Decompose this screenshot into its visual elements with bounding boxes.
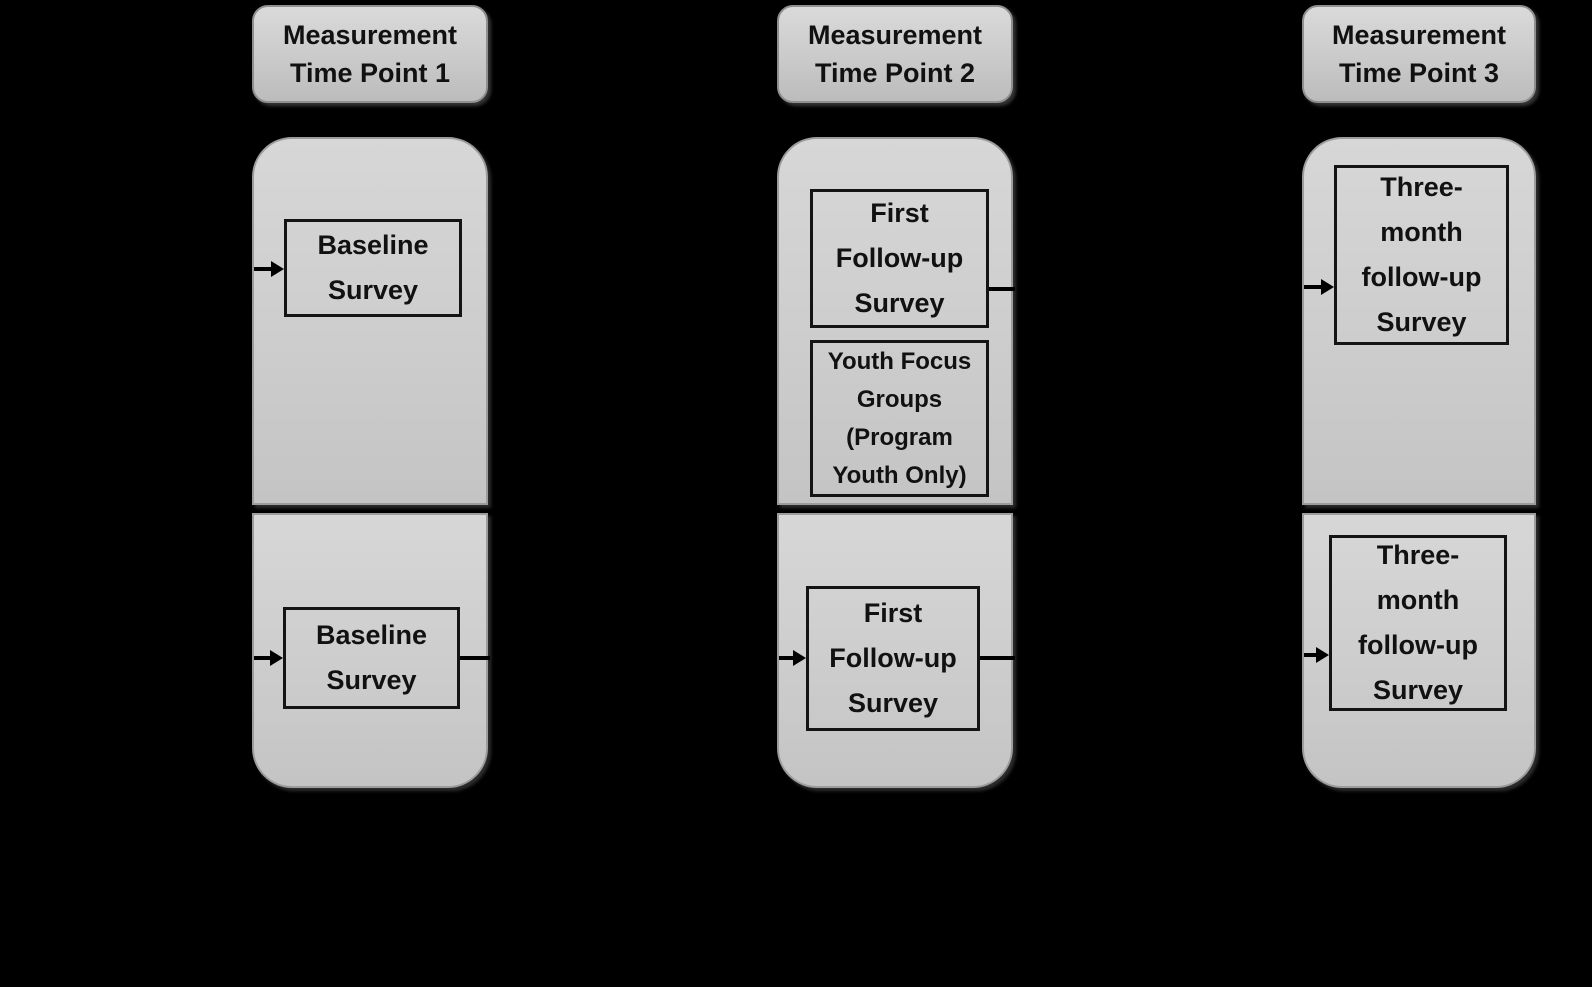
- connector-line: [460, 656, 490, 660]
- connector-line: [254, 656, 271, 660]
- youth-focus-groups-box: Youth Focus Groups (Program Youth Only): [810, 340, 989, 497]
- header-time-point-3: Measurement Time Point 3: [1302, 5, 1536, 103]
- baseline-survey-box-program: Baseline Survey: [284, 219, 462, 317]
- col2-lower-group-panel: First Follow-up Survey: [777, 513, 1015, 788]
- arrow-right-icon: [271, 261, 284, 277]
- col1-lower-group-panel: Baseline Survey: [252, 513, 490, 788]
- header-time-point-1: Measurement Time Point 1: [252, 5, 488, 103]
- col3-upper-group-panel: Three- month follow-up Survey: [1302, 137, 1536, 505]
- first-followup-survey-box-comparison: First Follow-up Survey: [806, 586, 980, 731]
- connector-line: [980, 656, 1015, 660]
- three-month-followup-box-program: Three- month follow-up Survey: [1334, 165, 1509, 345]
- arrow-right-icon: [1316, 647, 1329, 663]
- col3-lower-group-panel: Three- month follow-up Survey: [1302, 513, 1536, 788]
- connector-line: [254, 267, 272, 271]
- connector-line: [989, 287, 1015, 291]
- arrow-right-icon: [1321, 279, 1334, 295]
- three-month-followup-box-comparison: Three- month follow-up Survey: [1329, 535, 1507, 711]
- arrow-right-icon: [270, 650, 283, 666]
- col1-upper-group-panel: Baseline Survey: [252, 137, 488, 505]
- col2-upper-group-panel: First Follow-up Survey Youth Focus Group…: [777, 137, 1015, 505]
- header-time-point-2: Measurement Time Point 2: [777, 5, 1013, 103]
- first-followup-survey-box-program: First Follow-up Survey: [810, 189, 989, 328]
- connector-line: [779, 656, 794, 660]
- arrow-right-icon: [793, 650, 806, 666]
- baseline-survey-box-comparison: Baseline Survey: [283, 607, 460, 709]
- connector-line: [1304, 653, 1317, 657]
- connector-line: [1304, 285, 1322, 289]
